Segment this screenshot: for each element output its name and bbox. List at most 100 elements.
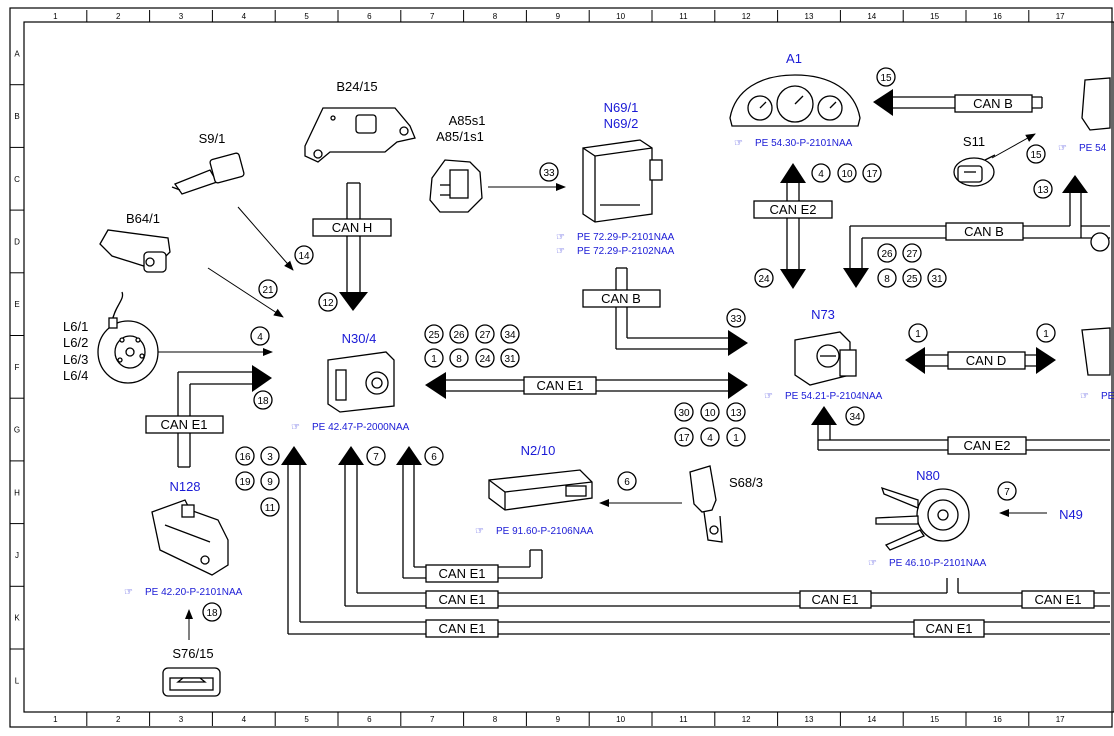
svg-text:1: 1 (1043, 329, 1049, 340)
grid-row-label: B (14, 112, 19, 121)
grid-column-label: 11 (679, 12, 688, 21)
ref-n73[interactable]: PE 54.21-P-2104NAA (785, 391, 883, 402)
circle-33: 33 (726, 308, 746, 328)
svg-text:3: 3 (267, 452, 273, 463)
circle-24: 24 (475, 348, 495, 368)
circle-6: 6 (617, 471, 637, 491)
ref-n69-a[interactable]: PE 72.29-P-2101NAA (577, 232, 675, 243)
svg-text:31: 31 (931, 274, 943, 285)
ref-n128[interactable]: PE 42.20-P-2101NAA (145, 587, 243, 598)
circle-11: 11 (260, 497, 280, 517)
circle-19: 19 (235, 471, 255, 491)
svg-text:6: 6 (431, 452, 437, 463)
ref-n2-10[interactable]: PE 91.60-P-2106NAA (496, 526, 594, 537)
svg-text:4: 4 (707, 433, 713, 444)
svg-text:31: 31 (504, 354, 516, 365)
ref-right-edge-f[interactable]: PE (1101, 391, 1114, 402)
svg-text:27: 27 (479, 330, 491, 341)
svg-text:8: 8 (456, 354, 462, 365)
ref-n80[interactable]: PE 46.10-P-2101NAA (889, 558, 987, 569)
can-e1-label-n128: CAN E1 (161, 417, 208, 432)
ref-hand-icon: ☞ (734, 138, 743, 149)
grid-row-label: G (14, 426, 20, 435)
a85s1-switch-icon (429, 159, 483, 213)
grid-column-label: 12 (742, 715, 751, 724)
label-b24-15: B24/15 (336, 79, 377, 94)
label-s9-1: S9/1 (199, 131, 226, 146)
label-n80: N80 (916, 468, 940, 483)
svg-text:21: 21 (262, 285, 274, 296)
circle-1: 1 (726, 427, 746, 447)
grid-row-label: K (14, 614, 20, 623)
label-n2-10: N2/10 (521, 443, 556, 458)
svg-text:30: 30 (678, 408, 690, 419)
can-d-label: CAN D (966, 353, 1006, 368)
grid-column-label: 7 (430, 715, 435, 724)
circle-13: 13 (726, 402, 746, 422)
s68-3-belt-buckle-icon (689, 465, 723, 543)
grid-row-label: L (15, 676, 20, 685)
svg-text:11: 11 (265, 503, 276, 514)
circle-17: 17 (862, 163, 882, 183)
grid-row-label: E (14, 300, 19, 309)
circle-3: 3 (260, 446, 280, 466)
circle-25: 25 (902, 268, 922, 288)
svg-text:15: 15 (1030, 150, 1042, 161)
n2-10-module-icon (488, 469, 593, 511)
ref-a1[interactable]: PE 54.30-P-2101NAA (755, 138, 853, 149)
ref-right-edge-b[interactable]: PE 54 (1079, 143, 1107, 154)
ref-hand-icon: ☞ (291, 422, 300, 433)
svg-text:24: 24 (479, 354, 491, 365)
can-e2-box-a1 (753, 200, 833, 219)
svg-text:1: 1 (915, 329, 921, 340)
can-e1-box-n2 (425, 564, 499, 583)
svg-text:9: 9 (267, 477, 273, 488)
can-e2-label-a1: CAN E2 (770, 202, 817, 217)
circle-26: 26 (877, 243, 897, 263)
svg-text:24: 24 (758, 274, 770, 285)
n30-4-module-icon (327, 351, 395, 413)
can-h-label: CAN H (332, 220, 372, 235)
grid-column-label: 17 (1056, 12, 1065, 21)
grid-column-label: 16 (993, 12, 1002, 21)
circle-4: 4 (250, 326, 270, 346)
grid-column-label: 1 (53, 12, 58, 21)
label-n49: N49 (1059, 507, 1083, 522)
svg-text:6: 6 (624, 477, 630, 488)
svg-text:26: 26 (881, 249, 893, 260)
label-b64-1: B64/1 (126, 211, 160, 226)
can-e1-box-mid1 (425, 590, 499, 609)
ref-hand-icon: ☞ (556, 232, 565, 243)
circle-1: 1 (424, 348, 444, 368)
label-n73: N73 (811, 307, 835, 322)
can-d-box (947, 351, 1026, 370)
ref-hand-icon: ☞ (475, 526, 484, 537)
can-e1-label: CAN E1 (537, 378, 584, 393)
ref-n69-b[interactable]: PE 72.29-P-2102NAA (577, 246, 675, 257)
label-n69-1: N69/1 (604, 100, 639, 115)
can-e1-label-bot1: CAN E1 (439, 621, 486, 636)
circle-7: 7 (366, 446, 386, 466)
ref-hand-icon: ☞ (556, 246, 565, 257)
grid-row-label: C (14, 175, 20, 184)
grid-column-label: 11 (679, 715, 688, 724)
can-b-box-top (954, 94, 1033, 113)
can-b-label-top: CAN B (973, 96, 1013, 111)
ref-n30-4[interactable]: PE 42.47-P-2000NAA (312, 422, 410, 433)
n69-module-icon (582, 139, 663, 223)
circle-6: 6 (424, 446, 444, 466)
label-l6-2: L6/2 (63, 335, 88, 350)
can-e1-box-mid2 (799, 590, 872, 609)
s11-switch-icon (953, 154, 996, 187)
label-l6-4: L6/4 (63, 368, 88, 383)
can-b-box-n69 (582, 289, 661, 308)
svg-text:7: 7 (373, 452, 379, 463)
can-labels: CAN H CAN E1 CAN E1 CAN B CAN E2 CAN B C… (145, 94, 1095, 638)
signal-arrows (155, 133, 1047, 640)
n128-module-icon (151, 499, 229, 576)
grid-column-label: 15 (930, 715, 939, 724)
grid-column-label: 13 (805, 12, 814, 21)
circle-12: 12 (318, 292, 338, 312)
grid-column-label: 14 (867, 715, 876, 724)
